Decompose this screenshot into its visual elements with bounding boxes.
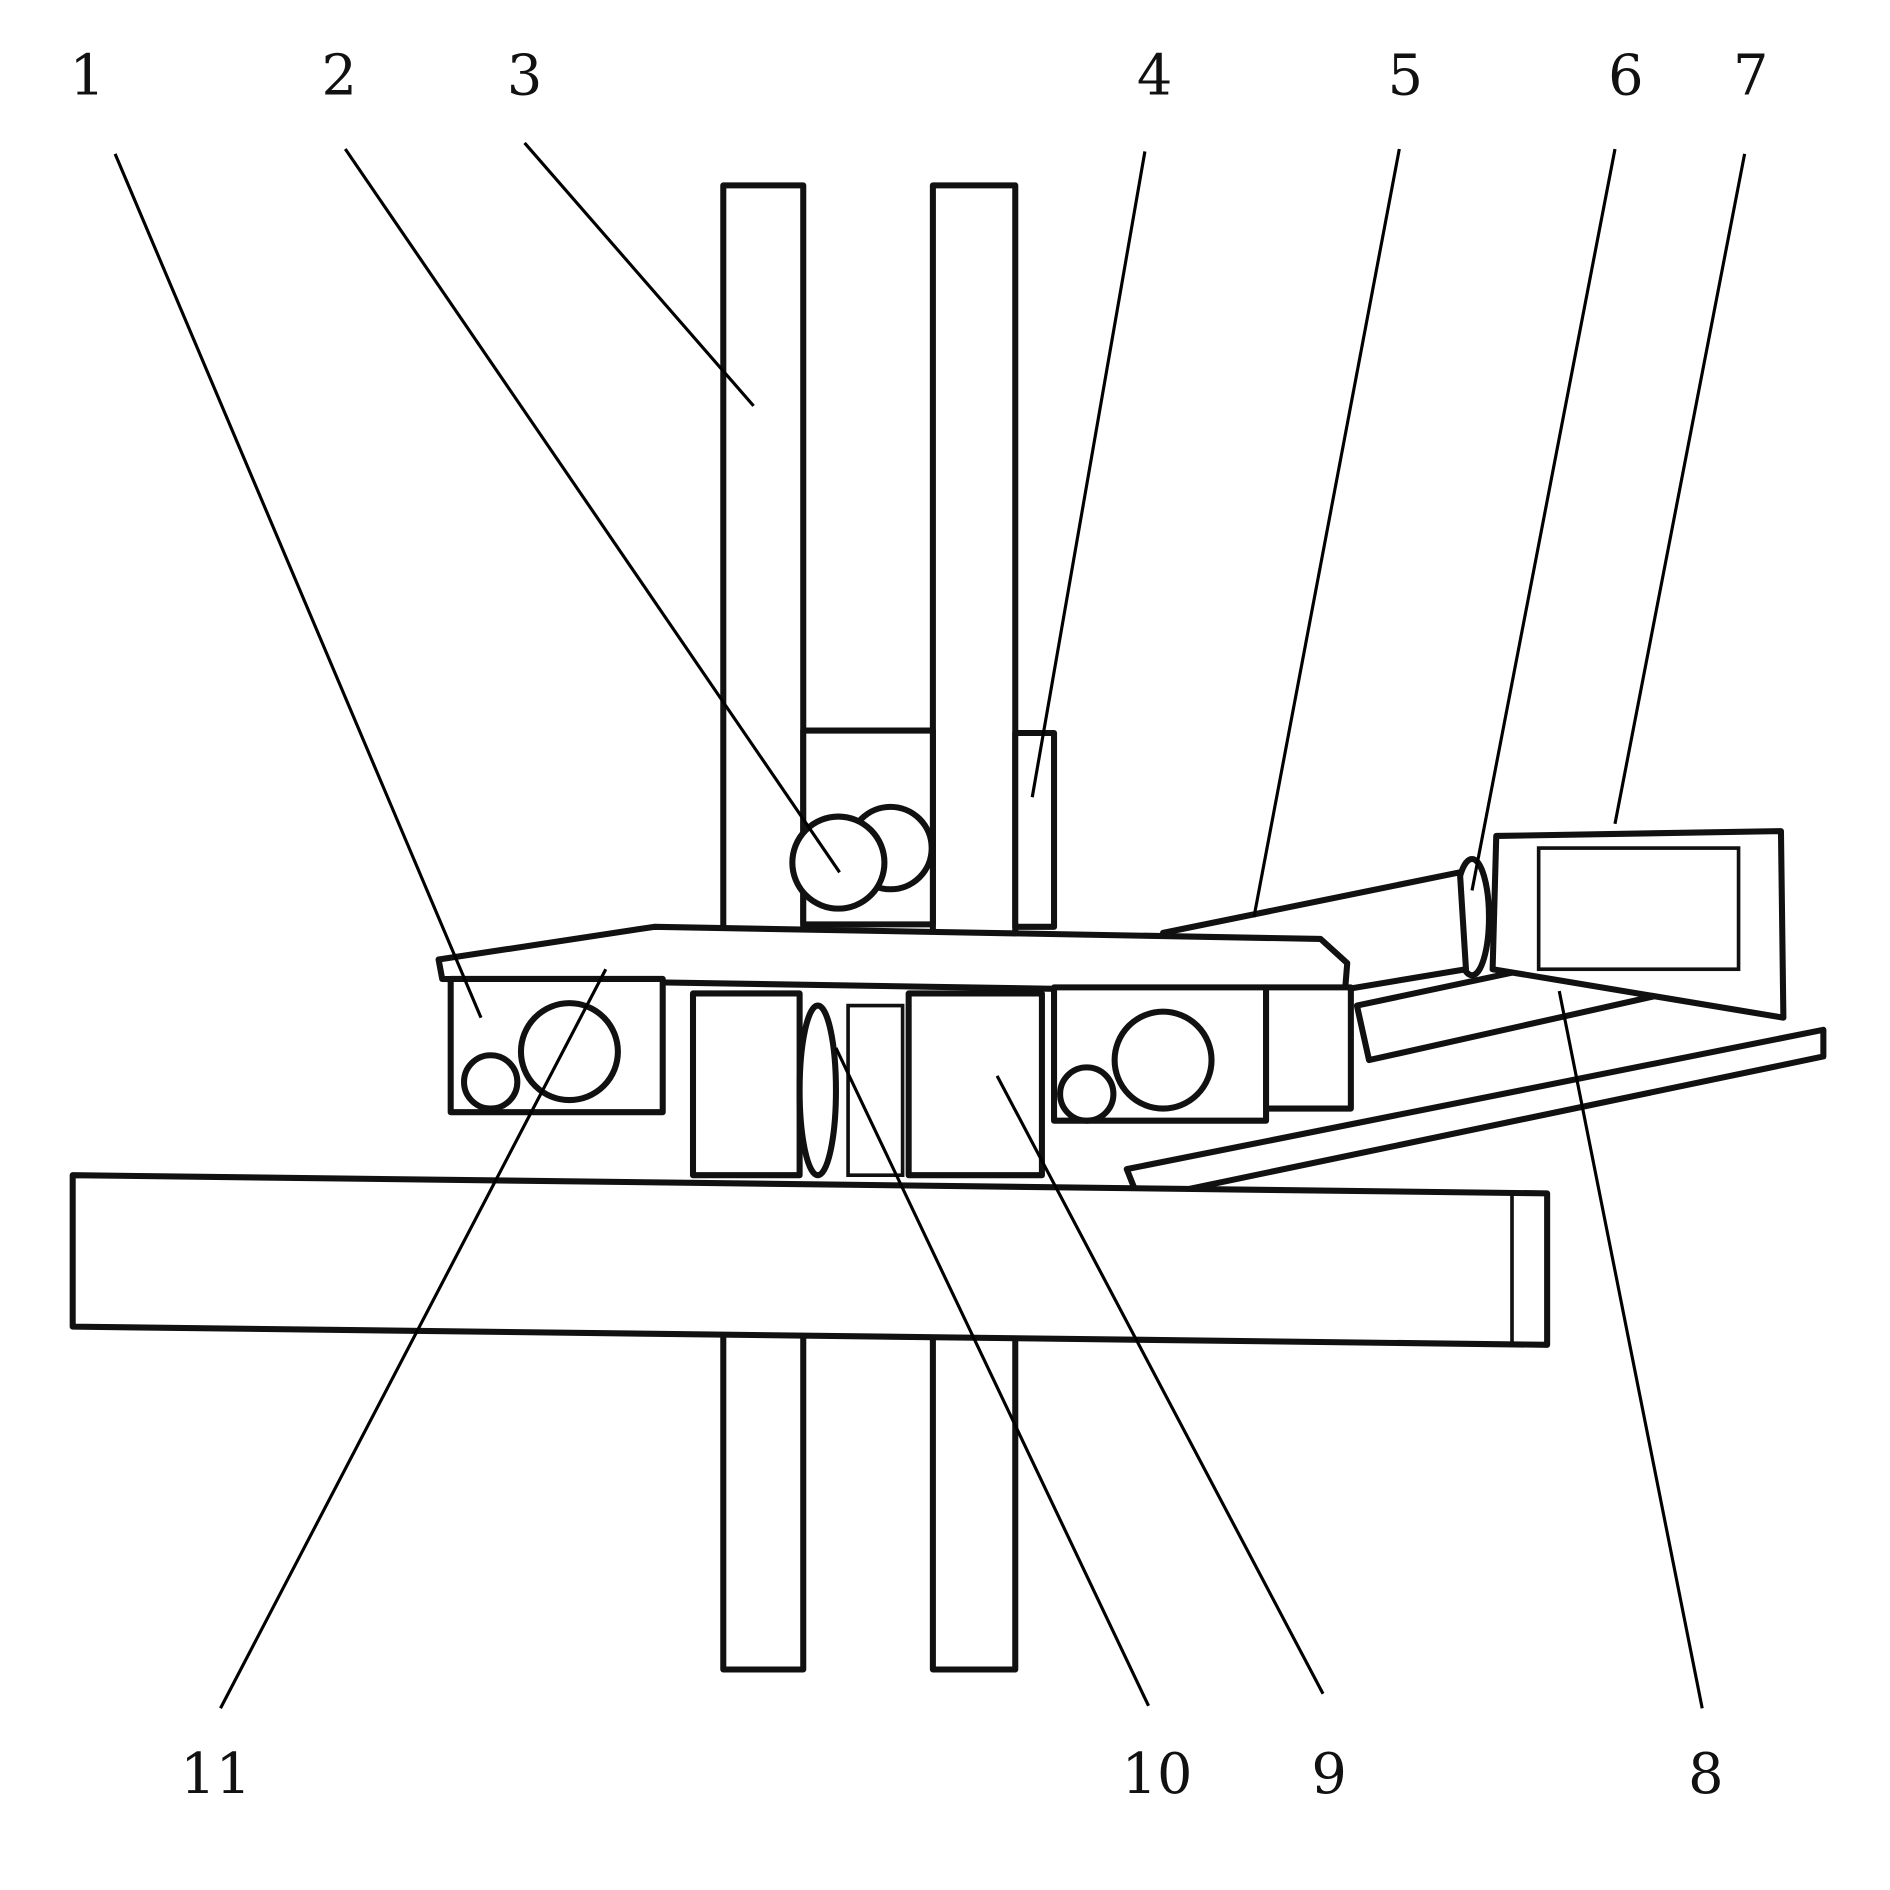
leader-line-6 [1470, 148, 1617, 891]
leader-line-3 [523, 141, 755, 407]
label-6: 6 [1608, 44, 1643, 109]
gear-wheel [796, 1002, 839, 1179]
vertical-post-left [720, 182, 807, 940]
base-beam [69, 1172, 1551, 1348]
leader-line-8 [1557, 990, 1704, 1709]
gear-teeth [846, 1003, 905, 1178]
knob-left [460, 1052, 521, 1112]
label-8: 8 [1688, 1742, 1723, 1807]
slider-end-block [1263, 984, 1354, 1112]
motor-face [1536, 846, 1741, 972]
label-3: 3 [507, 44, 542, 109]
leader-line-11 [219, 968, 608, 1709]
vertical-post-left-lower [720, 1329, 807, 1673]
wheel-right [1111, 1008, 1215, 1112]
top-plate [435, 923, 1351, 997]
label-10: 10 [1122, 1742, 1193, 1807]
leader-line-7 [1613, 153, 1747, 825]
vertical-post-right [929, 182, 1019, 940]
center-block-9 [905, 990, 1045, 1179]
camera-lens [789, 813, 888, 912]
leader-line-5 [1252, 148, 1401, 918]
center-block-left [689, 990, 803, 1179]
label-1: 1 [70, 44, 105, 109]
leader-line-9 [995, 1075, 1325, 1695]
label-2: 2 [322, 44, 357, 109]
label-11: 11 [180, 1742, 251, 1807]
label-9: 9 [1311, 1742, 1346, 1807]
label-7: 7 [1733, 44, 1768, 109]
leader-line-1 [113, 153, 483, 1019]
leader-line-4 [1030, 151, 1147, 798]
knob-right [1057, 1064, 1117, 1124]
vertical-post-right-lower [929, 1329, 1019, 1673]
leader-line-10 [834, 1047, 1150, 1707]
wheel-left [517, 1000, 621, 1104]
label-4: 4 [1137, 44, 1172, 109]
support-block [1012, 729, 1058, 930]
leader-line-2 [343, 148, 841, 874]
label-5: 5 [1388, 44, 1423, 109]
